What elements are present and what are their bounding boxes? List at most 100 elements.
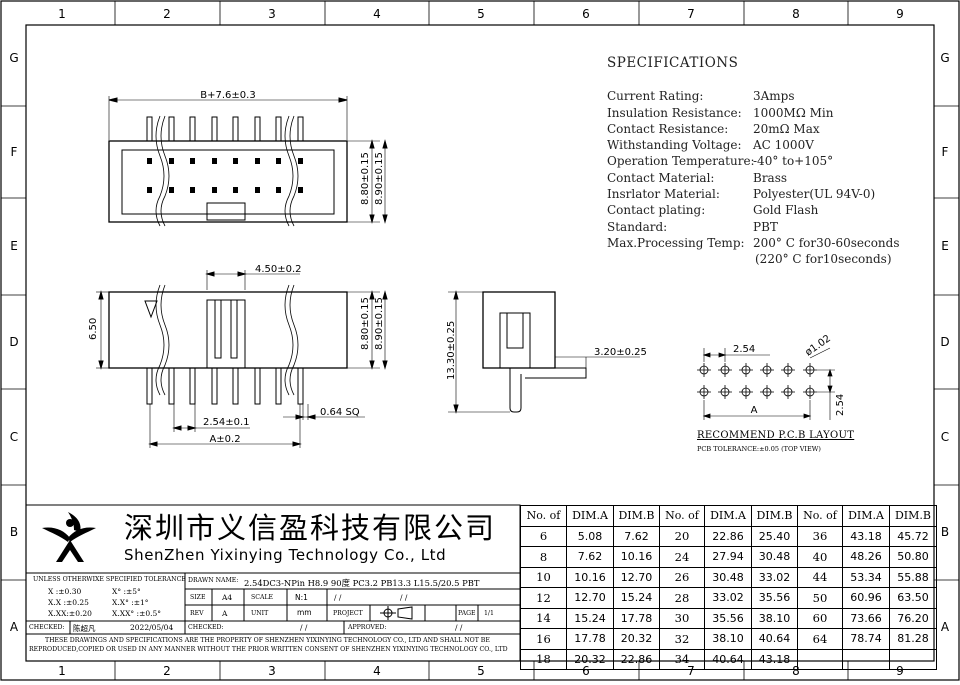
spec-key: Operation Temperature: bbox=[607, 154, 755, 169]
zone-row-label: D bbox=[9, 335, 18, 349]
pcb-layout-title: RECOMMEND P.C.B LAYOUT bbox=[697, 430, 855, 441]
table-cell: 60.96 bbox=[842, 587, 890, 609]
spec-row: Withstanding Voltage:AC 1000V bbox=[607, 137, 937, 153]
zone-col-label: 2 bbox=[163, 664, 171, 678]
dim-height-890: 8.90±0.15 bbox=[374, 152, 385, 205]
unit-value: mm bbox=[297, 608, 312, 617]
table-cell: 27.94 bbox=[704, 546, 752, 568]
table-cell: 48.26 bbox=[842, 546, 890, 568]
zone-col-label: 3 bbox=[268, 7, 276, 21]
zone-row-label: B bbox=[941, 525, 949, 539]
table-cell: 22.86 bbox=[704, 525, 752, 547]
tolerance-xx: X.X :±0.25 bbox=[48, 598, 89, 607]
header-dim-b: DIM.B bbox=[889, 505, 937, 527]
dimension-table: No. of DIM.A DIM.B No. of DIM.A DIM.B No… bbox=[520, 505, 937, 670]
zone-row-label: D bbox=[940, 335, 949, 349]
table-cell: 50.80 bbox=[889, 546, 937, 568]
table-cell: 36 bbox=[797, 525, 843, 547]
tolerance-xxdeg: X.XX° :±0.5° bbox=[112, 609, 162, 618]
dim-1330: 13.30±0.25 bbox=[446, 321, 457, 380]
table-cell: 16 bbox=[520, 628, 567, 650]
table-cell: 12.70 bbox=[566, 587, 614, 609]
table-cell: 63.50 bbox=[889, 587, 937, 609]
header-no: No. of bbox=[659, 505, 705, 527]
table-cell: 15.24 bbox=[613, 587, 660, 609]
checked-label-2: CHECKED: bbox=[188, 624, 224, 631]
zone-col-label: 4 bbox=[373, 7, 381, 21]
table-cell: 10.16 bbox=[566, 566, 614, 588]
table-cell: 30.48 bbox=[751, 546, 798, 568]
table-cell: 44 bbox=[797, 566, 843, 588]
slash-scale-2: / / bbox=[400, 593, 408, 602]
dim-320: 3.20±0.25 bbox=[594, 347, 647, 358]
spec-row: Contact Resistance:20mΩ Max bbox=[607, 121, 937, 137]
zone-row-label: C bbox=[941, 430, 949, 444]
specifications-panel: SPECIFICATIONS Current Rating:3Amps Insu… bbox=[607, 55, 937, 268]
drawn-name-value: 2.54DC3-NPin H8.9 90度 PC3.2 PB13.3 L15.5… bbox=[244, 578, 480, 588]
zone-row-label: B bbox=[10, 525, 18, 539]
rev-value: A bbox=[222, 609, 228, 618]
table-header-row: No. of DIM.A DIM.B No. of DIM.A DIM.B No… bbox=[520, 505, 937, 527]
zone-row-label: G bbox=[940, 51, 949, 65]
dim-height-880: 8.80±0.15 bbox=[360, 152, 371, 205]
project-label: PROJECT bbox=[333, 610, 363, 617]
front-view bbox=[96, 270, 388, 448]
header-dim-b: DIM.B bbox=[613, 505, 660, 527]
table-cell: 25.40 bbox=[751, 525, 798, 547]
zone-col-label: 1 bbox=[58, 7, 66, 21]
tolerance-deg: X° :±5° bbox=[112, 587, 141, 596]
dim-a: A±0.2 bbox=[209, 434, 240, 445]
zone-row-label: E bbox=[10, 239, 18, 253]
table-cell: 33.02 bbox=[704, 587, 752, 609]
dim-450: 4.50±0.2 bbox=[255, 264, 302, 275]
zone-col-label: 5 bbox=[477, 664, 485, 678]
zone-row-label: A bbox=[10, 620, 19, 634]
zone-row-label: G bbox=[9, 51, 18, 65]
table-cell: 53.34 bbox=[842, 566, 890, 588]
scale-value: N:1 bbox=[295, 593, 308, 602]
table-cell: 18 bbox=[520, 648, 567, 670]
table-cell: 76.20 bbox=[889, 607, 937, 629]
pcb-pitch-label: 2.54 bbox=[733, 344, 755, 355]
table-cell: 73.66 bbox=[842, 607, 890, 629]
table-cell: 45.72 bbox=[889, 525, 937, 547]
table-cell: 26 bbox=[659, 566, 705, 588]
pcb-layout bbox=[697, 347, 835, 420]
spec-key: Withstanding Voltage: bbox=[607, 138, 742, 153]
table-cell: 64 bbox=[797, 628, 843, 650]
table-cell: 10.16 bbox=[613, 546, 660, 568]
table-cell: 6 bbox=[520, 525, 567, 547]
table-cell: 20 bbox=[659, 525, 705, 547]
table-cell: 43.18 bbox=[751, 648, 798, 670]
spec-row: Insulation Resistance:1000MΩ Min bbox=[607, 105, 937, 121]
table-cell: 5.08 bbox=[566, 525, 614, 547]
zone-col-label: 2 bbox=[163, 7, 171, 21]
approved-label: APPROVED: bbox=[348, 624, 387, 631]
table-cell: 28 bbox=[659, 587, 705, 609]
page-label: PAGE bbox=[458, 610, 476, 617]
dim-pitch: 2.54±0.1 bbox=[203, 417, 250, 428]
zone-col-label: 1 bbox=[58, 664, 66, 678]
table-cell: 17.78 bbox=[566, 628, 614, 650]
spec-key: Current Rating: bbox=[607, 89, 704, 104]
tolerance-header: UNLESS OTHERWIXE SPECIFIED TOLERANCE bbox=[33, 576, 186, 583]
unit-label: UNIT bbox=[251, 610, 269, 617]
dim-height-880b: 8.80±0.15 bbox=[360, 297, 371, 350]
pcb-hole-label: ø1.02 bbox=[803, 333, 833, 358]
pcb-tolerance: PCB TOLERANCE:±0.05 (TOP VIEW) bbox=[697, 445, 821, 453]
zone-col-label: 9 bbox=[896, 664, 904, 678]
zone-col-label: 8 bbox=[792, 7, 800, 21]
table-cell: 8 bbox=[520, 546, 567, 568]
specifications-title: SPECIFICATIONS bbox=[607, 55, 739, 71]
table-cell: 35.56 bbox=[704, 607, 752, 629]
approved-slash: / / bbox=[455, 623, 463, 632]
spec-value: 200° C for30-60seconds bbox=[753, 235, 900, 250]
title-block-frame bbox=[25, 504, 521, 662]
company-logo bbox=[42, 512, 96, 562]
zone-col-label: 8 bbox=[792, 664, 800, 678]
side-view bbox=[448, 290, 640, 414]
